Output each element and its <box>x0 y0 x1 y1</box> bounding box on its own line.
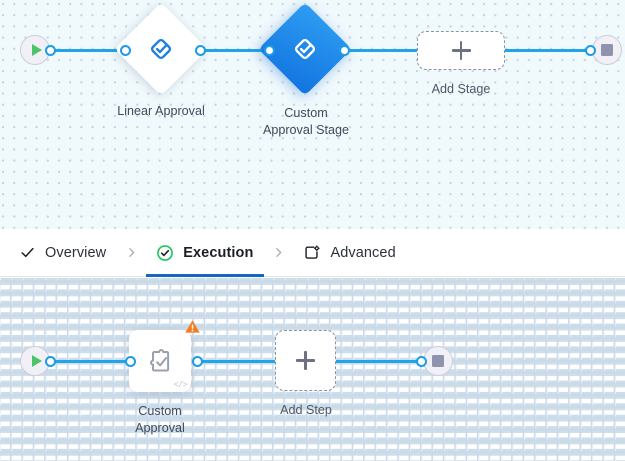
add-step-button[interactable] <box>275 330 336 391</box>
play-icon <box>31 355 42 367</box>
custom-approval-stage-handle-right[interactable] <box>339 44 350 56</box>
approval-diamond-check-icon <box>290 34 320 64</box>
approval-diamond-check-icon <box>146 34 176 64</box>
add-stage-button[interactable] <box>417 31 505 70</box>
step-node-label-custom-approval: Custom Approval <box>135 404 185 435</box>
tab-advanced[interactable]: Advanced <box>301 229 397 277</box>
step-end-node[interactable] <box>423 346 453 376</box>
stage-node-label-custom-approval-stage: Custom Approval Stage <box>262 106 350 137</box>
check-circle-green-icon <box>156 244 174 262</box>
stage-end-handle[interactable] <box>585 44 596 56</box>
edge-add-to-end <box>504 49 588 52</box>
check-icon <box>18 244 36 262</box>
stage-canvas[interactable]: Linear Approval Custom Approval Stage Ad… <box>0 0 625 229</box>
plus-icon <box>451 41 471 60</box>
tab-separator <box>255 245 301 260</box>
warning-icon[interactable] <box>184 318 201 335</box>
edge-add-to-end <box>335 360 419 363</box>
puzzle-check-icon <box>145 346 176 377</box>
step-end-handle[interactable] <box>416 355 427 367</box>
edge-linear-to-custom <box>198 49 271 52</box>
stage-node-label-linear-approval: Linear Approval <box>117 104 205 118</box>
linear-approval-handle-left[interactable] <box>120 44 131 56</box>
window-gear-icon <box>303 244 321 262</box>
play-icon <box>31 44 42 56</box>
stop-icon <box>432 355 444 367</box>
edge-custom-approval-to-add <box>196 360 276 363</box>
stop-icon <box>601 44 613 56</box>
stage-end-node[interactable] <box>592 35 622 65</box>
tab-execution-label: Execution <box>183 244 254 261</box>
tab-bar: Overview Execution <box>0 229 625 277</box>
step-canvas[interactable]: </> Custom Approval Add Step <box>0 278 625 461</box>
custom-approval-stage-handle-left[interactable] <box>264 44 275 56</box>
linear-approval-handle-right[interactable] <box>195 44 206 56</box>
tab-separator <box>108 245 154 260</box>
add-step-label: Add Step <box>280 403 332 417</box>
tab-advanced-label: Advanced <box>330 244 396 261</box>
edge-start-to-linear <box>42 49 124 52</box>
tab-execution[interactable]: Execution <box>146 229 265 277</box>
stage-start-handle[interactable] <box>45 44 56 56</box>
stage-node-linear-approval[interactable] <box>114 2 208 96</box>
plus-icon <box>296 351 315 370</box>
edge-start-to-custom-approval <box>42 360 132 363</box>
custom-approval-handle-left[interactable] <box>125 355 136 367</box>
step-start-handle[interactable] <box>45 355 56 367</box>
code-glyph-icon: </> <box>173 381 188 390</box>
stage-node-custom-approval-stage[interactable] <box>258 2 352 96</box>
edge-custom-to-add <box>340 49 418 52</box>
step-node-custom-approval[interactable]: </> <box>129 320 200 392</box>
add-stage-label: Add Stage <box>431 82 491 96</box>
tab-overview[interactable]: Overview <box>16 229 108 277</box>
tab-overview-label: Overview <box>45 244 107 261</box>
custom-approval-handle-right[interactable] <box>192 355 203 367</box>
